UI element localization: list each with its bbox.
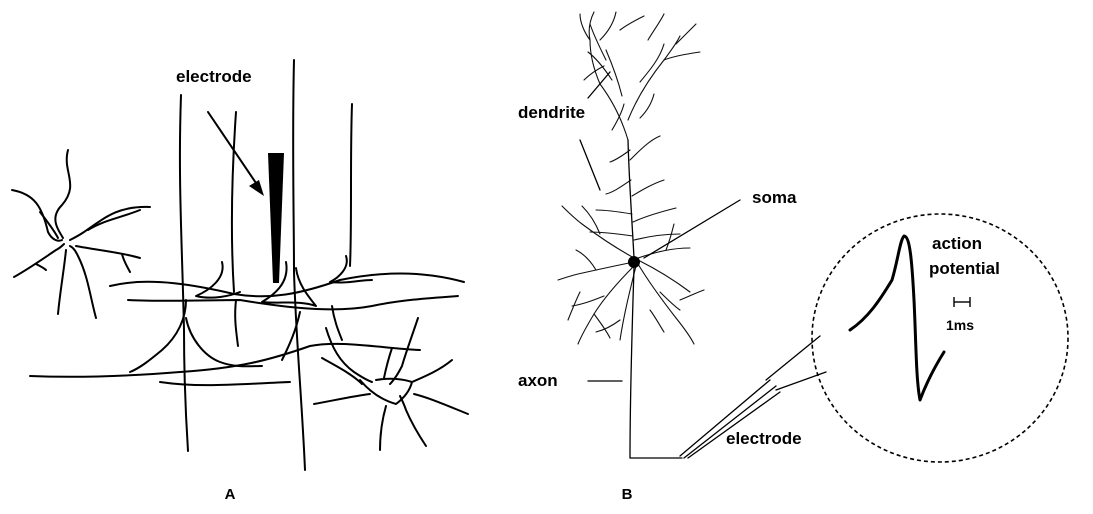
magnify-leader-1: [766, 336, 820, 380]
electrode-a-label: electrode: [176, 67, 252, 86]
panel-b: dendrite soma axon electrode action pote…: [518, 12, 1068, 503]
dendrite-trunk-4: [350, 104, 352, 266]
panel-b-label: B: [622, 486, 633, 503]
axon-label: axon: [518, 371, 558, 390]
process-lower-2: [160, 382, 290, 385]
dendrite-trunk-2: [232, 112, 236, 292]
soma-leader: [644, 200, 740, 258]
dendrite-label: dendrite: [518, 103, 585, 122]
electrode-b-label: electrode: [726, 429, 802, 448]
star-neuron-right: [314, 318, 468, 450]
basal-dendrites: [558, 206, 704, 344]
panel-a: electrode A: [12, 60, 468, 503]
scale-bar: [954, 297, 970, 307]
scale-bar-label: 1ms: [946, 317, 974, 333]
dendrite-leader-2: [580, 140, 600, 190]
dendrite-trunk-3: [293, 60, 305, 470]
action-label-line1: action: [932, 234, 982, 253]
axon-line: [630, 268, 682, 458]
process-lower: [30, 344, 420, 377]
soma-body: [628, 256, 640, 268]
action-label-line2: potential: [929, 259, 1000, 278]
panel-a-label: A: [225, 486, 236, 503]
process-upper: [110, 274, 464, 297]
soma-label: soma: [752, 188, 797, 207]
apical-side-branches: [590, 94, 680, 240]
apical-tuft: [580, 12, 700, 140]
apical-shaft: [628, 140, 634, 258]
electrode-a: [268, 153, 284, 283]
dendrite-trunk-1: [180, 95, 188, 451]
star-neuron-left: [12, 150, 150, 318]
